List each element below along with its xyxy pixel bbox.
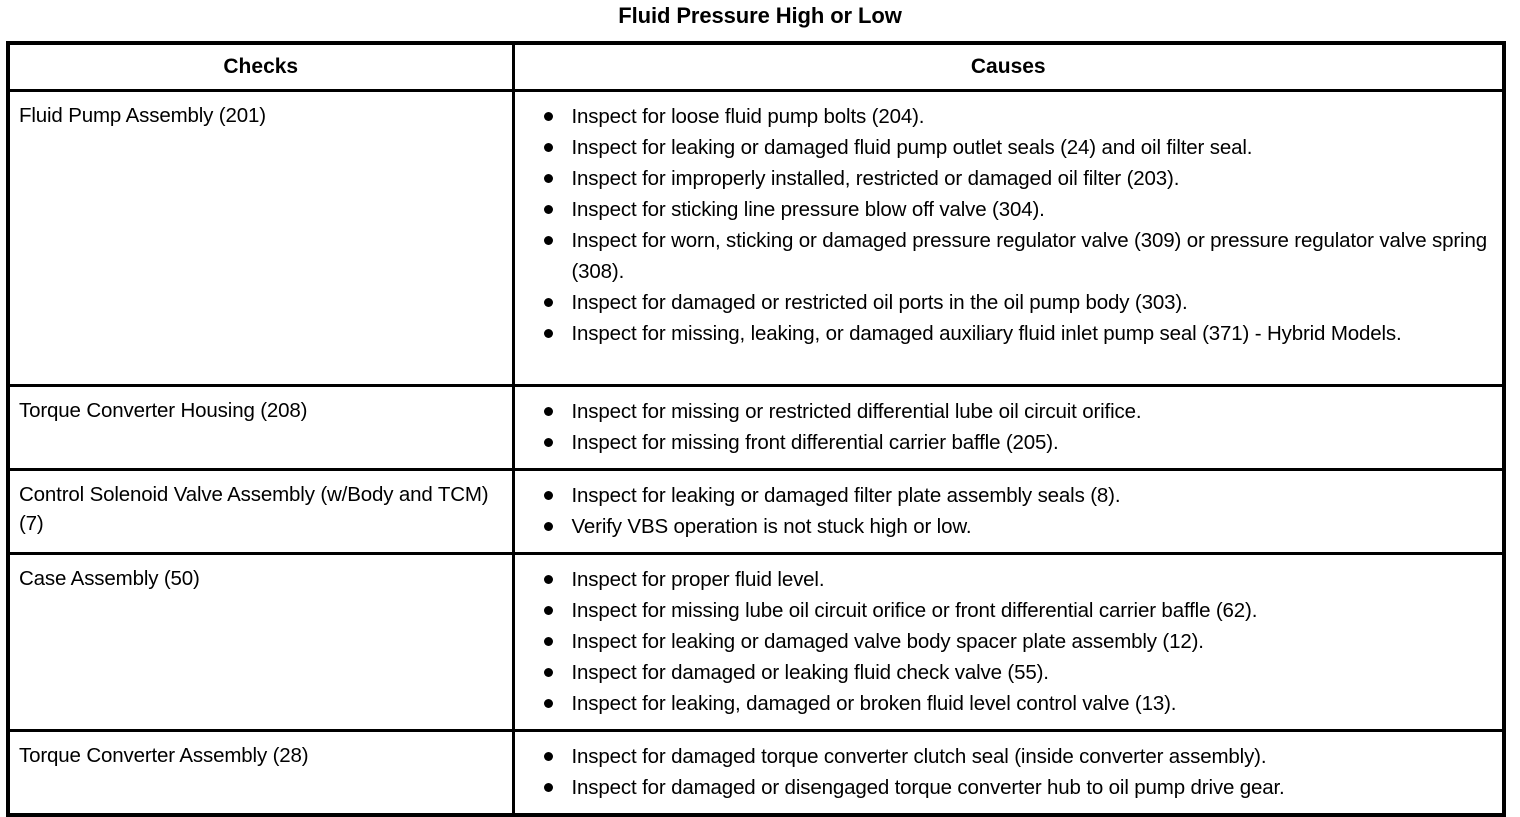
cause-text: Inspect for damaged or leaking fluid che… [571, 661, 1049, 684]
check-label: Control Solenoid Valve Assembly (w/Body … [19, 483, 489, 535]
checks-causes-table: Checks Causes Fluid Pump Assembly (201) I… [10, 45, 1502, 813]
bullet-icon [543, 236, 553, 245]
cause-list-item: Inspect for missing or restricted differ… [515, 396, 1491, 427]
bullet-icon [543, 174, 553, 183]
cause-list-item: Inspect for improperly installed, restri… [515, 163, 1491, 194]
bullet-icon [543, 143, 553, 152]
cause-text: Inspect for damaged torque converter clu… [571, 745, 1267, 768]
column-header-causes: Causes [513, 45, 1502, 92]
cause-list: Inspect for damaged torque converter clu… [515, 732, 1503, 813]
bullet-icon [543, 438, 553, 447]
page-title: Fluid Pressure High or Low [618, 3, 902, 28]
diagnostic-table-container: Checks Causes Fluid Pump Assembly (201) I… [6, 41, 1506, 817]
cause-text: Inspect for damaged or restricted oil po… [571, 291, 1188, 314]
bullet-icon [543, 205, 553, 214]
cell-check-item: Fluid Pump Assembly (201) [10, 90, 515, 386]
bullet-icon [543, 606, 553, 615]
bullet-icon [543, 491, 553, 500]
cause-list: Inspect for proper fluid level. Inspect f… [515, 555, 1503, 729]
cell-check-item: Torque Converter Assembly (28) [10, 729, 515, 813]
bullet-icon [543, 637, 553, 646]
bullet-icon [543, 699, 553, 708]
cause-list-item: Inspect for loose fluid pump bolts (204)… [515, 101, 1491, 132]
cell-cause-list: Inspect for leaking or damaged filter pl… [513, 468, 1503, 554]
bullet-icon [543, 752, 553, 761]
bullet-icon [543, 668, 553, 677]
cause-text: Verify VBS operation is not stuck high o… [571, 515, 972, 538]
check-label: Torque Converter Housing (208) [19, 399, 308, 422]
column-header-checks: Checks [10, 45, 515, 92]
table-row: Control Solenoid Valve Assembly (w/Body … [10, 468, 1503, 554]
table-header: Checks Causes [10, 45, 1502, 92]
cause-list-item: Verify VBS operation is not stuck high o… [515, 511, 1491, 542]
cause-text: Inspect for leaking or damaged valve bod… [571, 630, 1204, 653]
cell-cause-list: Inspect for damaged torque converter clu… [513, 729, 1503, 813]
cause-text: Inspect for leaking or damaged fluid pum… [571, 136, 1253, 159]
table-row: Case Assembly (50) Inspect for proper flu… [10, 552, 1503, 731]
cause-list-item: Inspect for missing, leaking, or damaged… [515, 318, 1491, 349]
bullet-icon [543, 522, 553, 531]
check-label: Torque Converter Assembly (28) [19, 744, 309, 767]
document-page: Fluid Pressure High or Low Checks Causes… [6, 3, 1506, 817]
cause-text: Inspect for leaking, damaged or broken f… [571, 692, 1177, 715]
table-row: Torque Converter Assembly (28) Inspect fo… [10, 729, 1503, 813]
cause-list-item: Inspect for leaking or damaged valve bod… [515, 626, 1491, 657]
cell-check-item: Torque Converter Housing (208) [10, 384, 515, 470]
cause-text: Inspect for damaged or disengaged torque… [571, 776, 1285, 799]
cell-check-item: Control Solenoid Valve Assembly (w/Body … [10, 468, 515, 554]
cause-text: Inspect for missing front differential c… [571, 431, 1059, 454]
cause-text: Inspect for missing, leaking, or damaged… [571, 322, 1402, 345]
bullet-icon [543, 407, 553, 416]
cause-text: Inspect for missing lube oil circuit ori… [571, 599, 1258, 622]
cell-cause-list: Inspect for loose fluid pump bolts (204)… [513, 90, 1503, 386]
cause-list-item: Inspect for missing front differential c… [515, 427, 1491, 458]
cause-list-item: Inspect for leaking or damaged filter pl… [515, 480, 1491, 511]
cause-text: Inspect for proper fluid level. [571, 568, 825, 591]
cause-list: Inspect for leaking or damaged filter pl… [515, 471, 1503, 552]
cause-list-item: Inspect for damaged torque converter clu… [515, 741, 1491, 772]
cause-text: Inspect for improperly installed, restri… [571, 167, 1180, 190]
cause-list-item: Inspect for sticking line pressure blow … [515, 194, 1491, 225]
cause-list-item: Inspect for missing lube oil circuit ori… [515, 595, 1491, 626]
cause-list-item: Inspect for proper fluid level. [515, 564, 1491, 595]
bullet-icon [543, 112, 553, 121]
table-row: Torque Converter Housing (208) Inspect fo… [10, 384, 1503, 470]
cause-text: Inspect for sticking line pressure blow … [571, 198, 1045, 221]
cell-cause-list: Inspect for missing or restricted differ… [513, 384, 1503, 470]
cause-list: Inspect for loose fluid pump bolts (204)… [515, 92, 1503, 359]
check-label: Fluid Pump Assembly (201) [19, 104, 266, 127]
cell-check-item: Case Assembly (50) [10, 552, 515, 731]
cause-list-item: Inspect for leaking, damaged or broken f… [515, 688, 1491, 719]
bullet-icon [543, 329, 553, 338]
bullet-icon [543, 783, 553, 792]
cause-list: Inspect for missing or restricted differ… [515, 387, 1503, 468]
table-header-row: Checks Causes [10, 45, 1502, 92]
cause-text: Inspect for missing or restricted differ… [571, 400, 1142, 423]
cause-list-item: Inspect for worn, sticking or damaged pr… [515, 225, 1491, 287]
cause-text: Inspect for leaking or damaged filter pl… [571, 484, 1121, 507]
bullet-icon [543, 298, 553, 307]
cause-text: Inspect for loose fluid pump bolts (204)… [571, 105, 925, 128]
cause-list-item: Inspect for leaking or damaged fluid pum… [515, 132, 1491, 163]
check-label: Case Assembly (50) [19, 567, 200, 590]
cause-list-item: Inspect for damaged or disengaged torque… [515, 772, 1491, 803]
bullet-icon [543, 575, 553, 584]
cell-cause-list: Inspect for proper fluid level. Inspect f… [513, 552, 1503, 731]
cause-list-item: Inspect for damaged or leaking fluid che… [515, 657, 1491, 688]
cause-text: Inspect for worn, sticking or damaged pr… [571, 229, 1488, 283]
table-row: Fluid Pump Assembly (201) Inspect for loo… [10, 90, 1503, 386]
cause-list-item: Inspect for damaged or restricted oil po… [515, 287, 1491, 318]
table-body: Fluid Pump Assembly (201) Inspect for loo… [10, 90, 1503, 813]
